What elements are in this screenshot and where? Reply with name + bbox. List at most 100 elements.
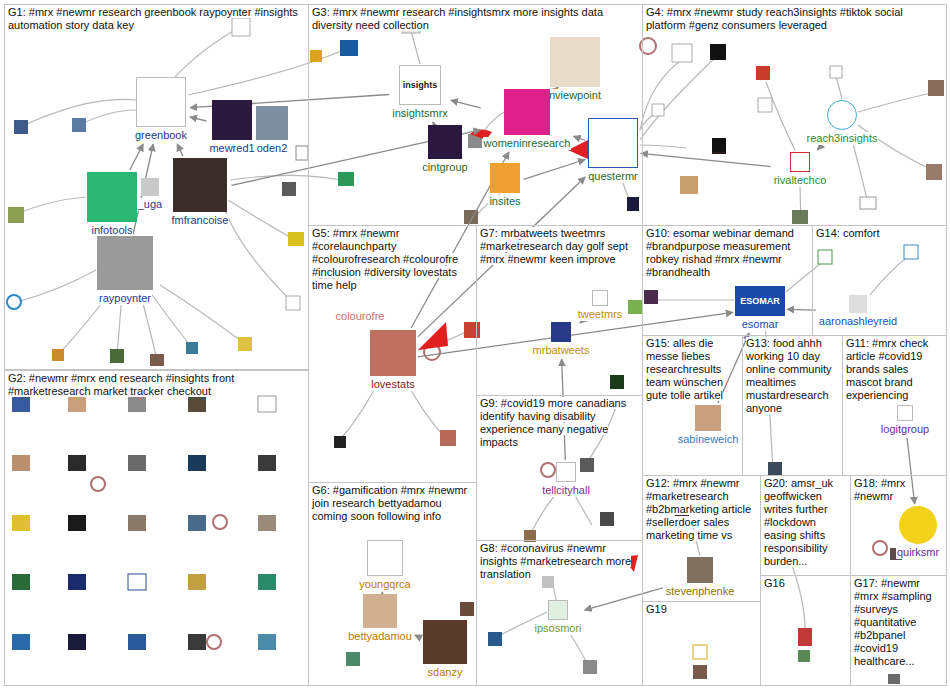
vertex-icon (188, 396, 206, 412)
edge-line (228, 200, 295, 240)
vertex-icon (128, 634, 146, 650)
group-panel: G1: #mrx #newmr research greenbook raypo… (4, 4, 309, 370)
group-heading: G13: food ahhh working 10 day online com… (743, 336, 842, 415)
vertex: mewred1 (208, 100, 255, 155)
vertex-icon (693, 645, 707, 659)
vertex-icon (150, 354, 164, 366)
group-heading: G19 (643, 602, 760, 616)
vertex-icon (768, 462, 782, 476)
vertex-icon (798, 650, 810, 662)
group-heading: G8: #coronavirus #newmr insights #market… (477, 541, 642, 581)
group-keywords: G3: #mrx #newmr research #insightsmrx mo… (312, 6, 603, 31)
red-highlights (418, 129, 638, 572)
vertex-icon (756, 66, 770, 80)
vertex-label: ipsosmori (533, 622, 582, 635)
vertex: mrbatweets (532, 322, 591, 357)
vertex-icon (110, 349, 124, 363)
vertex-label: insightsmrx (391, 107, 449, 120)
vertex-icon (860, 197, 876, 209)
vertex-icon (258, 455, 276, 471)
vertex-icon (464, 322, 480, 338)
self-loop (541, 463, 555, 477)
vertex-label: rivaltechco (773, 174, 828, 187)
vertex-icon (488, 632, 502, 646)
vertex-icon (346, 652, 360, 666)
vertex-image (899, 506, 937, 544)
g2-vertex-grid (12, 396, 276, 650)
vertex-label: quirksmr (896, 546, 940, 559)
vertex-image (87, 172, 137, 222)
group-keywords: G8: #coronavirus #newmr insights #market… (480, 542, 631, 580)
vertex-icon (627, 197, 639, 211)
vertex-image: insights (399, 65, 441, 105)
vertex-label: fmfrancoise (171, 214, 230, 227)
group-panel: G14: comfortaaronashleyreid (812, 225, 947, 336)
vertex-icon (340, 40, 358, 56)
vertex-label: logitgroup (880, 423, 930, 436)
group-heading: G15: alles die messe liebes researchresu… (643, 336, 742, 402)
vertex-label: esomar (741, 318, 780, 331)
vertex-image (212, 100, 252, 140)
vertex-icon (8, 207, 24, 223)
vertex-label: insites (488, 195, 521, 208)
vertex: oden2 (256, 106, 289, 155)
group-keywords: G20: amsr_uk geoffwicken writes further … (764, 477, 833, 567)
edge-connector (382, 592, 383, 593)
vertex-label: bettyadamou (347, 630, 413, 643)
vertex: raypoynter (97, 236, 153, 305)
vertex-image (428, 125, 462, 159)
group-keywords: G2: #newmr #mrx end research #insights f… (8, 372, 234, 397)
vertex-icon (128, 396, 146, 412)
vertex-label: sdanzy (427, 666, 464, 679)
vertex-icon (286, 296, 300, 310)
vertex: questermr (587, 118, 639, 183)
vertex-image: ESOMAR (735, 286, 785, 316)
vertex: youngqrca (358, 540, 411, 591)
vertex-icon (672, 44, 692, 62)
edge-line (766, 82, 795, 150)
vertex-image (897, 405, 913, 421)
group-panel: G16 (760, 575, 851, 686)
vertex-image (790, 152, 810, 172)
vertex: quirksmr (896, 506, 940, 559)
group-heading: G18: #mrx #newmr (851, 476, 946, 503)
vertex-image (687, 557, 713, 583)
vertex: insites (488, 163, 521, 208)
vertex-image (550, 37, 600, 87)
group-keywords: G7: mrbatweets tweetmrs #marketresearch … (480, 227, 628, 265)
self-loop (873, 541, 887, 555)
edge-line (188, 48, 348, 95)
group-panel: G20: amsr_uk geoffwicken writes further … (760, 475, 851, 576)
vertex-icon (68, 634, 86, 650)
group-panel: G10: esomar webinar demand #brandpurpose… (642, 225, 813, 336)
vertex-label: sabineweich (677, 433, 740, 446)
vertex-label: colourofre (335, 310, 386, 323)
group-panel: G18: #mrx #newmr quirksmr (850, 475, 947, 576)
vertex-icon (798, 628, 812, 646)
vertex-icon (310, 50, 322, 62)
vertex-icon (282, 182, 296, 196)
vertex-label: questermr (587, 170, 639, 183)
group-heading: G20: amsr_uk geoffwicken writes further … (761, 476, 850, 568)
group-keywords: G14: comfort (816, 227, 880, 239)
group-panel: G15: alles die messe liebes researchresu… (642, 335, 743, 476)
edge-connector (641, 153, 771, 166)
vertex-icon (188, 455, 206, 471)
vertex-icon (296, 146, 308, 160)
vertex-icon (238, 337, 252, 351)
edge-line (17, 270, 96, 302)
vertex-icon (680, 176, 698, 194)
vertex-image (256, 106, 288, 140)
vertex-icon (68, 574, 86, 590)
group-panel: G11: #mrx check article #covid19 brands … (842, 335, 947, 476)
group-keywords: G16 (764, 577, 785, 589)
edge-line (160, 285, 245, 344)
group-heading: G16 (761, 576, 850, 590)
vertex-image (695, 405, 721, 431)
group-panel: G9: #covid19 more canadians identify hav… (476, 395, 643, 541)
vertex: sabineweich (677, 405, 740, 446)
logo-text: ESOMAR (740, 296, 780, 306)
self-loop (91, 477, 105, 491)
group-keywords: G12: #mrx #newmr #marketresearch #b2bmar… (646, 477, 751, 541)
